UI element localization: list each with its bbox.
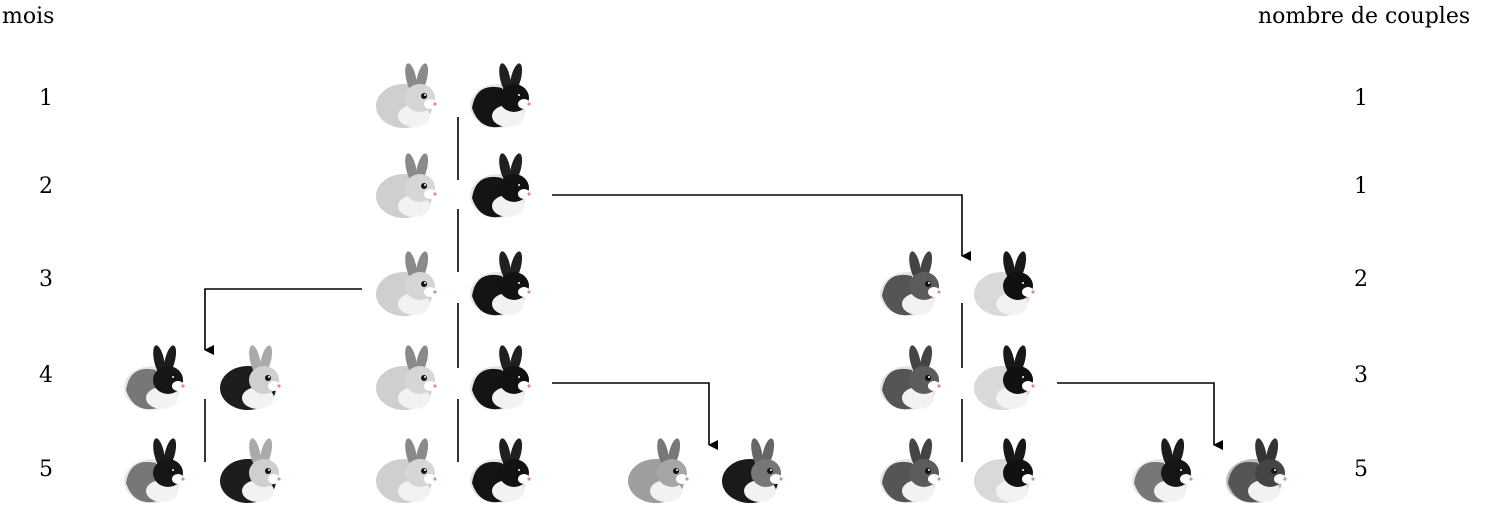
rabbit-icon bbox=[880, 251, 941, 316]
rabbit-icon bbox=[220, 438, 281, 503]
month-label: 1 bbox=[39, 86, 53, 111]
rabbit-pair bbox=[880, 251, 1035, 316]
birth-arrow bbox=[1057, 382, 1223, 450]
couples-count: 3 bbox=[1354, 363, 1368, 388]
rabbit-icon bbox=[470, 63, 531, 128]
rabbit-icon bbox=[880, 438, 941, 503]
couples-count: 2 bbox=[1354, 267, 1368, 292]
rabbit-icon bbox=[470, 345, 531, 410]
rabbit-pair bbox=[376, 63, 531, 128]
rabbit-icon bbox=[470, 153, 531, 218]
rabbit-icon bbox=[974, 345, 1035, 410]
month-label: 5 bbox=[39, 457, 53, 482]
rabbit-pair bbox=[376, 153, 531, 218]
rabbit-icon bbox=[974, 438, 1035, 503]
couples-count: 1 bbox=[1354, 86, 1368, 111]
rabbit-pairs bbox=[124, 63, 1287, 503]
rabbit-icon bbox=[376, 63, 437, 128]
rabbit-icon bbox=[722, 438, 783, 503]
connector-lines bbox=[204, 117, 1223, 462]
couples-column-header: nombre de couples bbox=[1258, 4, 1471, 29]
rabbit-icon bbox=[1132, 438, 1193, 503]
month-label: 3 bbox=[39, 267, 53, 292]
rabbit-pair bbox=[880, 438, 1035, 503]
birth-arrow bbox=[552, 382, 718, 450]
rabbit-pair bbox=[124, 345, 281, 410]
rabbit-pair bbox=[124, 438, 281, 503]
couples-count: 1 bbox=[1354, 174, 1368, 199]
rabbit-icon bbox=[880, 345, 941, 410]
rabbit-icon bbox=[376, 345, 437, 410]
rabbit-pair bbox=[880, 345, 1035, 410]
rabbit-pair bbox=[628, 438, 783, 503]
rabbit-icon bbox=[974, 251, 1035, 316]
rabbit-pair bbox=[1132, 438, 1287, 503]
rabbit-icon bbox=[220, 345, 281, 410]
couples-count: 5 bbox=[1354, 457, 1368, 482]
rabbit-pair bbox=[376, 438, 531, 503]
rabbit-icon bbox=[470, 251, 531, 316]
month-label: 4 bbox=[39, 363, 53, 388]
rabbit-icon bbox=[124, 438, 185, 503]
rabbit-pair bbox=[376, 345, 531, 410]
months-column-header: mois bbox=[2, 4, 55, 29]
rabbit-icon bbox=[1226, 438, 1287, 503]
rabbit-icon bbox=[376, 438, 437, 503]
rabbit-icon bbox=[124, 345, 185, 410]
rabbit-icon bbox=[628, 438, 689, 503]
birth-arrow bbox=[204, 288, 362, 355]
rabbit-icon bbox=[470, 438, 531, 503]
rabbit-icon bbox=[376, 251, 437, 316]
birth-arrow bbox=[552, 194, 971, 261]
rabbit-icon bbox=[376, 153, 437, 218]
rabbit-pair bbox=[376, 251, 531, 316]
month-label: 2 bbox=[39, 174, 53, 199]
